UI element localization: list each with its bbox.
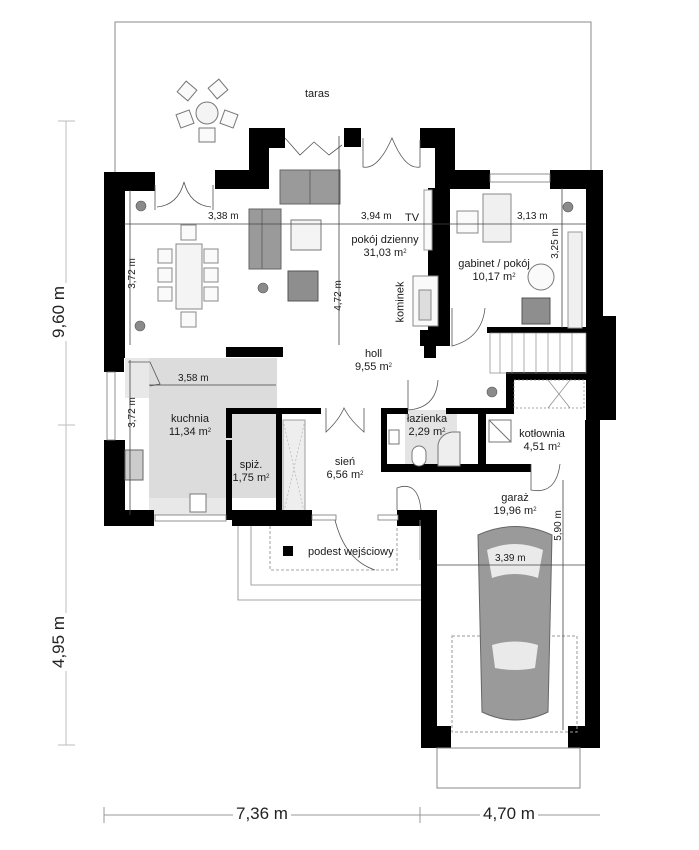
entrance-steps bbox=[237, 520, 421, 601]
dim-study-width: 3,13 m bbox=[517, 211, 548, 222]
fireplace-label: kominek bbox=[394, 281, 407, 323]
car-icon bbox=[451, 526, 578, 733]
dim-living-height: 4,72 m bbox=[332, 280, 344, 311]
room-name: łazienka bbox=[406, 413, 448, 425]
terrace-label: taras bbox=[305, 88, 330, 100]
room-garage: garaż 19,96 m2 bbox=[485, 492, 545, 518]
plant-icons bbox=[134, 200, 574, 398]
room-area: 9,55 m bbox=[355, 361, 389, 373]
room-name: kotłownia bbox=[519, 428, 565, 440]
doors bbox=[128, 136, 561, 571]
room-name: gabinet / pokój bbox=[458, 258, 530, 270]
room-area: 19,96 m bbox=[493, 505, 534, 517]
dim-house-width: 7,36 m bbox=[233, 804, 291, 824]
room-vestibule: sień 6,56 m2 bbox=[320, 456, 370, 482]
kitchen-floor bbox=[149, 358, 277, 498]
dim-garage-width-outer: 4,70 m bbox=[480, 804, 538, 824]
dim-dining-height: 3,72 m bbox=[126, 258, 138, 289]
windows bbox=[106, 173, 551, 522]
dim-living-width: 3,94 m bbox=[361, 211, 392, 222]
room-boiler: kotłownia 4,51 m2 bbox=[514, 428, 570, 454]
entrance-platform-label: podest wejściowy bbox=[308, 546, 394, 558]
dimension-lines bbox=[124, 136, 586, 730]
room-area: 2,29 m bbox=[408, 426, 443, 438]
dim-garage-extension: 4,95 m bbox=[48, 613, 69, 671]
room-area: 10,17 m bbox=[472, 271, 513, 283]
dim-garage-width: 3,39 m bbox=[495, 553, 526, 564]
room-living: pokój dzienny 31,03 m2 bbox=[340, 234, 430, 260]
room-hall: holl 9,55 m2 bbox=[346, 348, 401, 374]
room-name: holl bbox=[364, 348, 383, 360]
dim-garage-length: 5,90 m bbox=[552, 510, 564, 541]
room-area: 1,75 m bbox=[232, 472, 267, 484]
furniture bbox=[124, 78, 583, 556]
room-area: 6,56 m bbox=[326, 469, 361, 481]
room-study: gabinet / pokój 10,17 m2 bbox=[449, 258, 539, 284]
dim-study-height: 3,25 m bbox=[549, 228, 561, 259]
room-name: pokój dzienny bbox=[351, 234, 419, 246]
room-pantry: spiż. 1,75 m2 bbox=[228, 459, 274, 485]
room-area: 11,34 m bbox=[168, 426, 208, 438]
dim-house-depth: 9,60 m bbox=[48, 283, 69, 341]
room-name: garaż bbox=[501, 492, 529, 504]
dim-dining-width: 3,38 m bbox=[208, 211, 239, 222]
room-name: kuchnia bbox=[171, 413, 209, 425]
room-kitchen: kuchnia 11,34 m2 bbox=[160, 413, 220, 439]
dim-kitchen-height: 3,72 m bbox=[126, 397, 138, 428]
room-name: sień bbox=[334, 456, 356, 468]
room-area: 31,03 m bbox=[363, 247, 404, 259]
room-bathroom: łazienka 2,29 m2 bbox=[404, 413, 450, 439]
terrace-outline bbox=[114, 21, 592, 180]
dim-kitchen-width: 3,58 m bbox=[178, 373, 209, 384]
tv-label: TV bbox=[405, 212, 420, 224]
room-area: 4,51 m bbox=[523, 441, 558, 453]
stairs bbox=[489, 332, 587, 409]
room-name: spiż. bbox=[239, 459, 263, 471]
